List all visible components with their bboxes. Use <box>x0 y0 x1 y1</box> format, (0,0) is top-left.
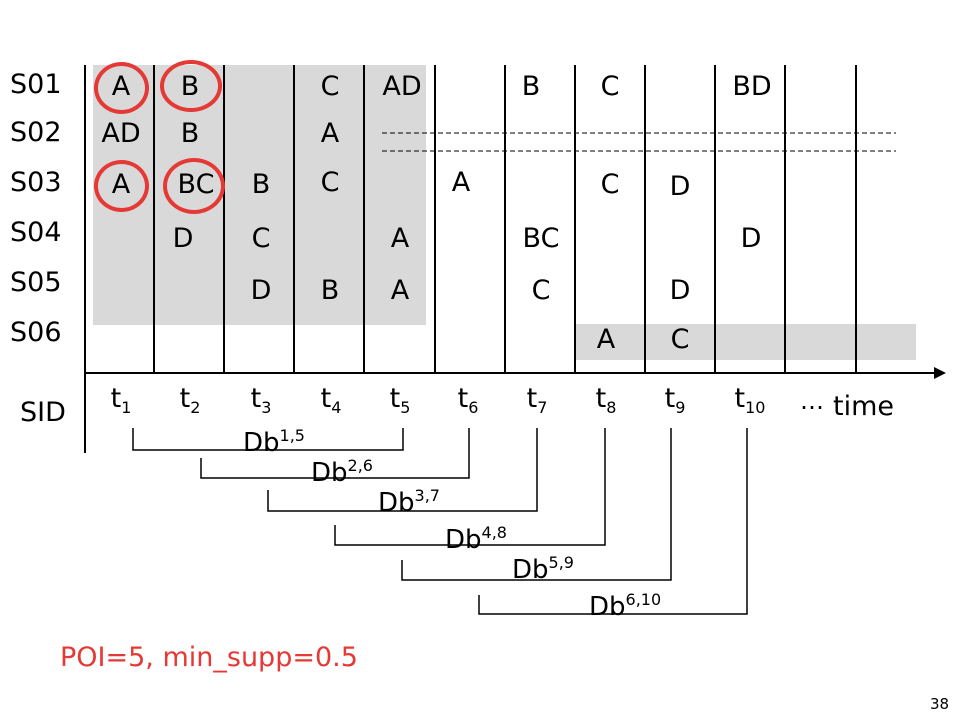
highlight-circle <box>94 160 149 212</box>
highlight-circle <box>94 62 149 114</box>
item-cell: D <box>740 223 762 254</box>
tick-label-t8: t8 <box>595 383 617 418</box>
parameters-caption: POI=5, min_supp=0.5 <box>60 642 358 673</box>
tick-label-t9: t9 <box>664 383 686 418</box>
window-label-6: Db6,10 <box>589 590 662 622</box>
time-divider <box>434 65 436 374</box>
time-axis-label: time <box>833 391 895 422</box>
sid-label-s06: S06 <box>10 317 62 348</box>
item-cell: A <box>390 275 410 306</box>
time-divider <box>714 65 716 374</box>
s06-shade <box>574 324 916 360</box>
item-cell: C <box>600 169 620 200</box>
sid-label-s05: S05 <box>10 267 62 298</box>
window-label-3: Db3,7 <box>378 486 440 518</box>
window-bracket-5 <box>401 428 672 581</box>
ellipsis-label: … <box>800 387 824 415</box>
tick-label-t5: t5 <box>389 383 411 418</box>
item-cell: B <box>320 275 340 306</box>
item-cell: A <box>596 324 616 355</box>
time-divider <box>293 65 295 374</box>
sid-label-s02: S02 <box>10 117 62 148</box>
page-number: 38 <box>930 695 950 713</box>
time-divider <box>223 65 225 374</box>
item-cell: B <box>251 169 271 200</box>
tick-label-t6: t6 <box>457 383 479 418</box>
time-divider <box>784 65 786 374</box>
tick-label-t7: t7 <box>526 383 548 418</box>
window-label-4: Db4,8 <box>445 523 507 555</box>
item-cell: C <box>531 275 551 306</box>
window-label-5: Db5,9 <box>512 553 574 585</box>
window-bracket-1 <box>132 428 404 451</box>
time-divider <box>504 65 506 374</box>
time-divider <box>363 65 365 374</box>
window-label-1: Db1,5 <box>243 426 305 458</box>
window-bracket-3 <box>267 428 538 512</box>
item-cell: C <box>670 324 690 355</box>
item-cell: D <box>669 171 691 202</box>
window-bracket-4 <box>334 428 606 546</box>
item-cell: B <box>521 71 541 102</box>
tick-label-t10: t10 <box>734 383 766 418</box>
tick-label-t2: t2 <box>179 383 201 418</box>
item-cell: C <box>600 71 620 102</box>
sid-header: SID <box>20 397 66 428</box>
item-cell: BC <box>522 223 560 254</box>
item-cell: BD <box>732 71 772 102</box>
time-divider <box>574 65 576 374</box>
item-cell: A <box>451 167 471 198</box>
highlight-circle <box>160 60 222 112</box>
item-cell: B <box>180 118 200 149</box>
item-cell: D <box>669 275 691 306</box>
item-cell: D <box>250 275 272 306</box>
item-cell: C <box>320 167 340 198</box>
window-bracket-6 <box>478 428 748 615</box>
item-cell: A <box>390 223 410 254</box>
item-cell: C <box>251 223 271 254</box>
sid-label-s01: S01 <box>10 69 62 100</box>
window-label-2: Db2,6 <box>311 456 373 488</box>
item-cell: A <box>320 118 340 149</box>
item-cell: C <box>320 71 340 102</box>
window-shade <box>93 65 426 325</box>
item-cell: AD <box>101 118 141 149</box>
time-axis-arrowhead <box>934 367 946 379</box>
time-divider <box>855 65 857 374</box>
sid-label-s03: S03 <box>10 167 62 198</box>
window-bracket-2 <box>200 428 470 479</box>
time-divider <box>644 65 646 374</box>
tick-label-t3: t3 <box>250 383 272 418</box>
sid-label-s04: S04 <box>10 217 62 248</box>
item-cell: AD <box>382 71 422 102</box>
highlight-circle <box>163 158 225 214</box>
item-cell: D <box>172 223 194 254</box>
time-divider <box>84 65 86 453</box>
tick-label-t4: t4 <box>320 383 342 418</box>
time-divider <box>153 65 155 374</box>
tick-label-t1: t1 <box>110 383 132 418</box>
